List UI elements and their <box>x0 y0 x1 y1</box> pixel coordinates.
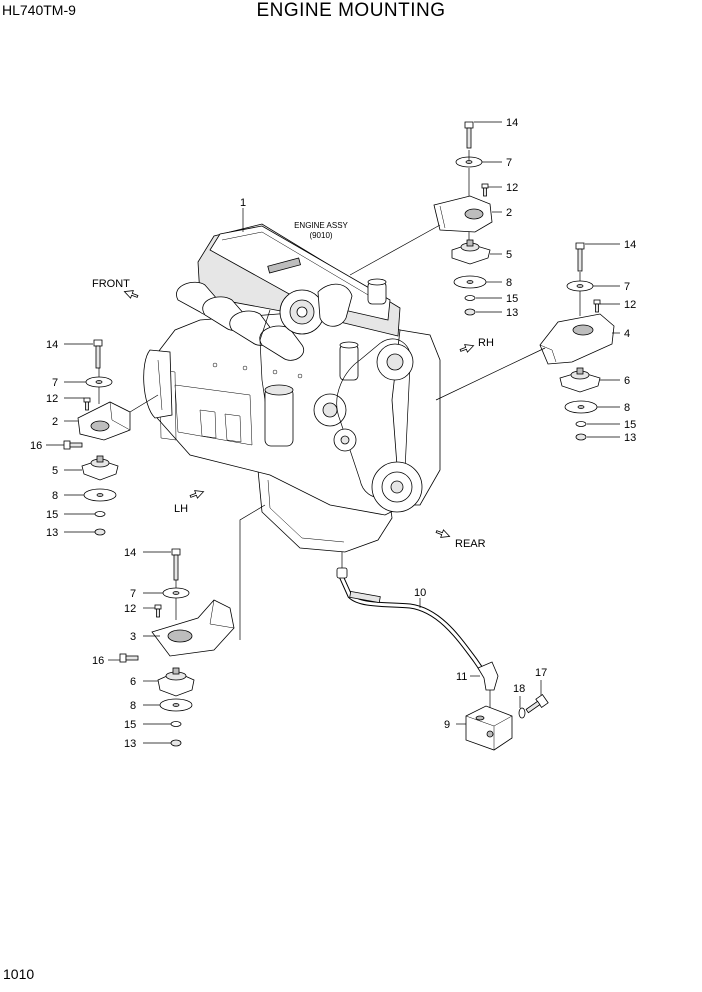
lh-label: LH <box>174 503 188 515</box>
rh-label: RH <box>478 337 494 349</box>
callout-14: 14 <box>624 239 636 251</box>
rear-label: REAR <box>455 538 486 550</box>
callout-15: 15 <box>506 293 518 305</box>
callout-17: 17 <box>535 667 547 679</box>
callout-2: 2 <box>52 416 58 428</box>
callout-7: 7 <box>130 588 136 600</box>
callout-6: 6 <box>130 676 136 688</box>
callout-2: 2 <box>506 207 512 219</box>
callout-12: 12 <box>46 393 58 405</box>
callout-13: 13 <box>506 307 518 319</box>
direction-labels: FRONT RH LH REAR <box>92 278 494 550</box>
callout-18: 18 <box>513 683 525 695</box>
callout-12: 12 <box>624 299 636 311</box>
front-arrow-icon <box>123 290 139 299</box>
callout-6: 6 <box>624 375 630 387</box>
callout-8: 8 <box>624 402 630 414</box>
mount-group-right-rear[interactable] <box>539 242 615 441</box>
callout-1: 1 <box>240 197 246 209</box>
direction-indicators <box>123 290 475 538</box>
lh-arrow-icon <box>189 490 205 499</box>
page-title: ENGINE MOUNTING <box>256 0 446 21</box>
callout-10: 10 <box>414 587 426 599</box>
callout-14: 14 <box>46 339 58 351</box>
callout-16: 16 <box>92 655 104 667</box>
callout-15: 15 <box>46 509 58 521</box>
callout-12: 12 <box>124 603 136 615</box>
page-number: 1010 <box>3 966 35 982</box>
engine-assy-ref: (9010) <box>309 231 332 240</box>
mount-group-left-rear[interactable] <box>119 548 235 747</box>
leader-lines <box>46 121 620 744</box>
engine-assembly[interactable] <box>143 223 441 553</box>
mount-group-right-front[interactable] <box>433 121 493 316</box>
callout-5: 5 <box>52 465 58 477</box>
callout-15: 15 <box>624 419 636 431</box>
rh-arrow-icon <box>459 344 475 353</box>
callout-12: 12 <box>506 182 518 194</box>
callout-11: 11 <box>456 671 467 683</box>
callout-3: 3 <box>130 631 136 643</box>
callout-8: 8 <box>52 490 58 502</box>
callout-7: 7 <box>506 157 512 169</box>
front-label: FRONT <box>92 278 130 290</box>
callout-16: 16 <box>30 440 42 452</box>
callout-5: 5 <box>506 249 512 261</box>
callout-7: 7 <box>624 281 630 293</box>
callout-8: 8 <box>130 700 136 712</box>
callout-13: 13 <box>624 432 636 444</box>
callout-15: 15 <box>124 719 136 731</box>
callout-13: 13 <box>46 527 58 539</box>
rear-arrow-icon <box>435 529 451 538</box>
callout-7: 7 <box>52 377 58 389</box>
mount-group-left-front[interactable] <box>63 339 131 536</box>
engine-assy-label: ENGINE ASSY (9010) <box>294 221 348 240</box>
callout-9: 9 <box>444 719 450 731</box>
callout-8: 8 <box>506 277 512 289</box>
callout-14: 14 <box>124 547 136 559</box>
engine-assy-text: ENGINE ASSY <box>294 221 348 230</box>
callout-13: 13 <box>124 738 136 750</box>
model-name: HL740TM-9 <box>2 2 76 18</box>
callout-14: 14 <box>506 117 518 129</box>
drain-hose-assembly[interactable] <box>336 567 549 751</box>
callout-labels: 1 14 7 12 2 5 8 15 13 14 7 12 4 6 8 15 1… <box>30 117 636 750</box>
callout-4: 4 <box>624 328 630 340</box>
